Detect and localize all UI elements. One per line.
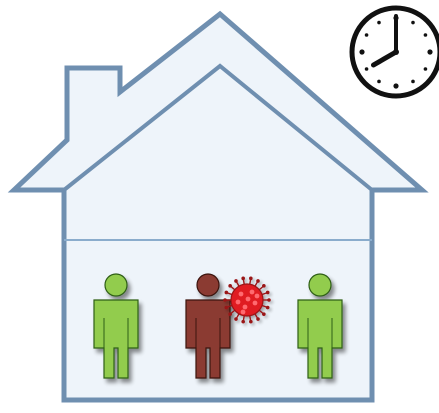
- virus-spike-tip: [266, 306, 270, 310]
- virus-spike-tip: [234, 317, 238, 321]
- clock-tick: [359, 49, 364, 54]
- clock-tick: [365, 33, 369, 37]
- clock-tick: [424, 33, 428, 37]
- clock-icon: [352, 8, 439, 96]
- clock-tick: [377, 21, 381, 25]
- virus-spike-tip: [225, 306, 229, 310]
- virus-spike-tip: [249, 320, 253, 324]
- person-head: [105, 274, 127, 296]
- virus-spike-tip: [234, 279, 238, 283]
- virus-spike-tip: [249, 277, 253, 281]
- virus-dot: [253, 301, 258, 306]
- virus-dot: [241, 310, 246, 315]
- virus-spike-tip: [266, 291, 270, 295]
- virus-dot: [250, 290, 255, 295]
- virus-spike-tip: [241, 277, 245, 281]
- clock-center: [393, 49, 399, 55]
- virus-spike-tip: [256, 279, 260, 283]
- clock-tick: [365, 67, 369, 71]
- virus-spike-tip: [262, 312, 266, 316]
- clock-tick: [377, 80, 381, 84]
- virus-dot: [255, 294, 260, 299]
- virus-spike-tip: [262, 284, 266, 288]
- clock-tick: [427, 49, 432, 54]
- person-head: [197, 274, 219, 296]
- virus-spike-tip: [223, 298, 227, 302]
- virus-dot: [239, 292, 244, 297]
- clock-tick: [411, 21, 415, 25]
- clock-tick: [411, 80, 415, 84]
- virus-dot: [243, 305, 248, 310]
- virus-spike-tip: [228, 312, 232, 316]
- clock-tick: [393, 83, 398, 88]
- virus-dot: [246, 297, 251, 302]
- virus-spike-tip: [225, 291, 229, 295]
- clock-tick: [424, 67, 428, 71]
- virus-dot: [236, 300, 241, 305]
- virus-spike-tip: [256, 317, 260, 321]
- person-head: [309, 274, 331, 296]
- virus-spike-tip: [241, 320, 245, 324]
- virus-spike-tip: [267, 298, 271, 302]
- virus-spike-tip: [228, 284, 232, 288]
